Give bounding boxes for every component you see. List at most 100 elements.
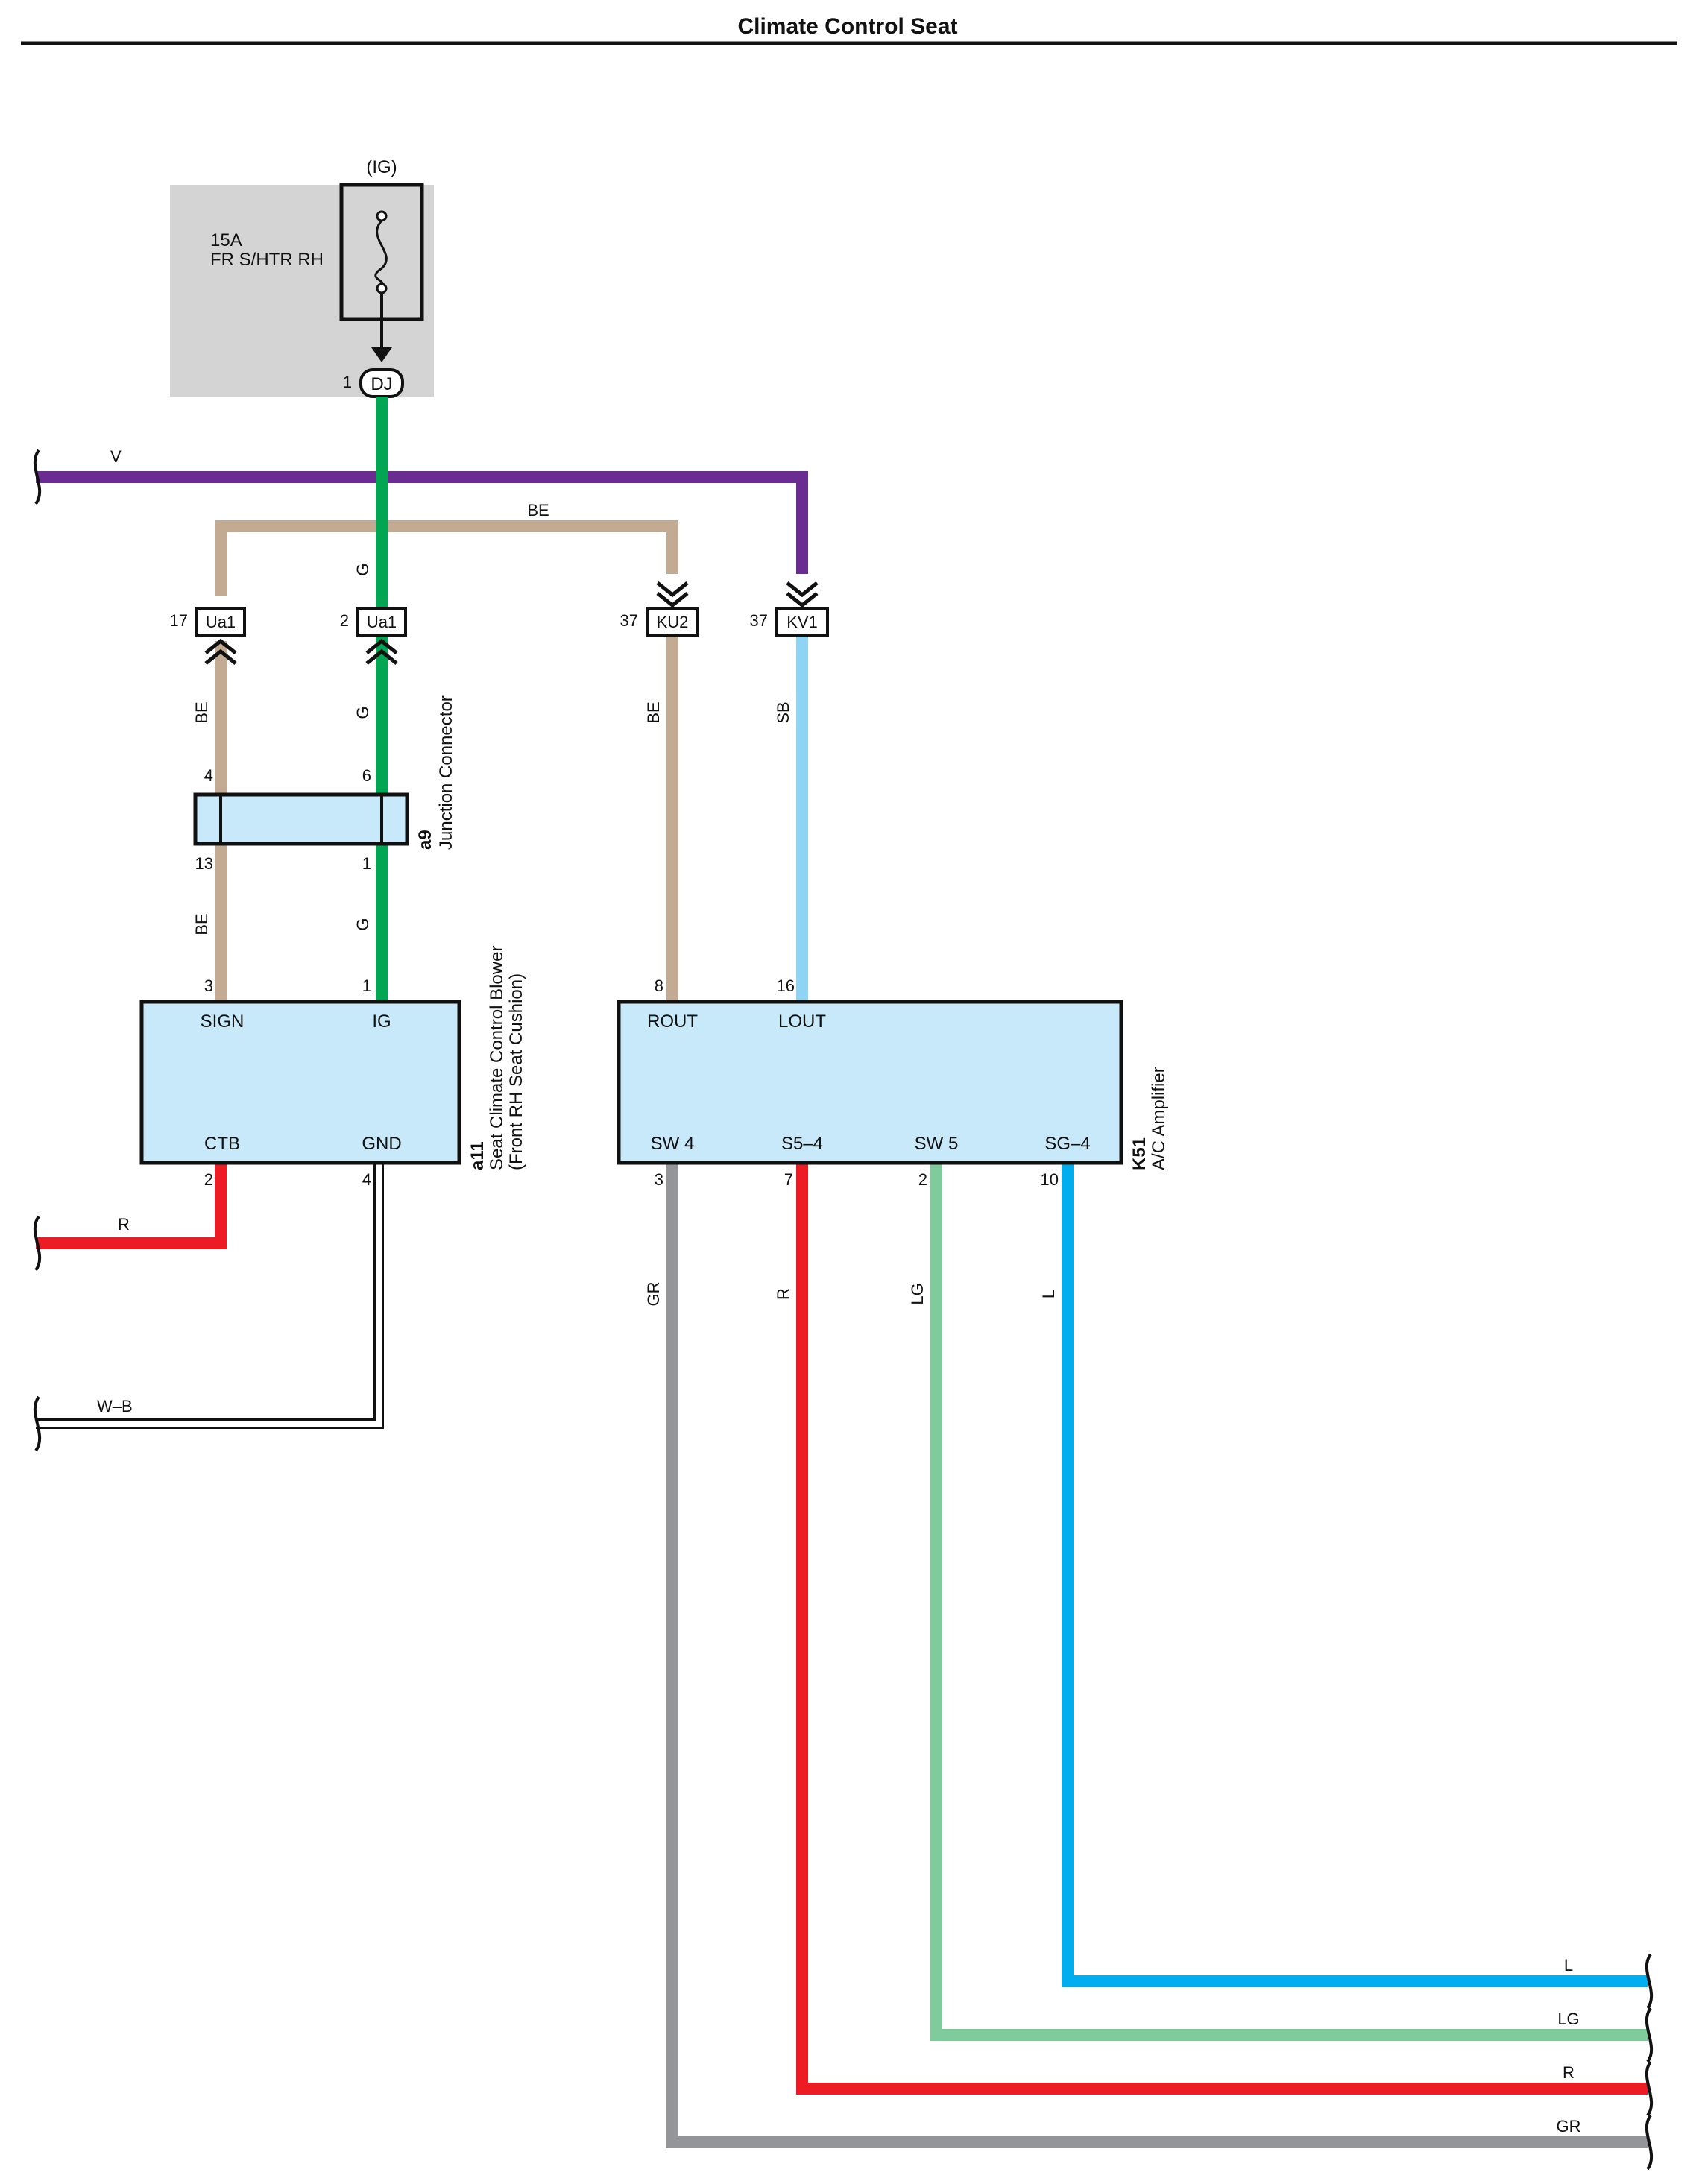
wire-end-r-icon xyxy=(1645,2060,1654,2117)
wire-label-out-lg: LG xyxy=(1557,2010,1579,2028)
amplifier-name: A/C Amplifier xyxy=(1149,1067,1169,1170)
dj-pin: 1 xyxy=(343,373,352,391)
blower-code: a11 xyxy=(467,1141,488,1170)
connector-ua1-ig: 2 Ua1 xyxy=(340,607,407,665)
junction-code: a9 xyxy=(415,830,435,850)
blower-component: 3 1 SIGN IG CTB GND 2 4 a11 Seat Climate… xyxy=(139,946,526,1189)
ua1-ig-pin: 2 xyxy=(340,611,349,630)
wire-label-g-top: G xyxy=(353,563,372,575)
fuse-terminal-bottom xyxy=(376,283,388,294)
amp-terminal-lout: LOUT xyxy=(778,1011,826,1032)
wire-label-v: V xyxy=(110,447,122,466)
kv1-pin: 37 xyxy=(750,611,768,630)
wire-r xyxy=(796,1163,1648,2095)
blower-terminal-sign: SIGN xyxy=(201,1011,245,1032)
wire-end-r-ctb-icon xyxy=(33,1215,42,1272)
wire-r-ctb xyxy=(36,1163,227,1249)
amp-pin-sg4: 10 xyxy=(1041,1170,1059,1189)
amplifier-body xyxy=(617,1000,1123,1165)
amp-terminal-sg4: SG–4 xyxy=(1044,1134,1090,1154)
wire-label-r: R xyxy=(774,1288,792,1300)
ku2-id: KU2 xyxy=(657,613,689,631)
wire-label-l: L xyxy=(1039,1290,1058,1298)
amplifier-component: 8 16 ROUT LOUT SW 4 S5–4 SW 5 SG–4 3 7 2… xyxy=(617,976,1169,1189)
wire-wb xyxy=(36,1163,382,1427)
blower-terminal-gnd: GND xyxy=(362,1134,401,1154)
blower-name-line2: (Front RH Seat Cushion) xyxy=(506,973,526,1170)
blower-name-line1: Seat Climate Control Blower xyxy=(487,946,507,1170)
junction-pin-top-right: 6 xyxy=(362,766,371,785)
kv1-chevron-icon xyxy=(786,581,819,608)
wire-gr xyxy=(666,1163,1648,2148)
wire-label-r-ctb: R xyxy=(118,1215,130,1234)
blower-terminal-ig: IG xyxy=(372,1011,391,1032)
wire-v xyxy=(36,471,808,574)
blower-body xyxy=(139,1000,461,1165)
wire-wb-outline xyxy=(36,1163,384,1429)
wire-label-g-mid: G xyxy=(353,706,372,719)
connector-ua1-sign: 17 Ua1 xyxy=(170,607,246,665)
ua1-ig-id: Ua1 xyxy=(367,613,397,631)
blower-terminal-ctb: CTB xyxy=(204,1134,240,1154)
wire-label-gr: GR xyxy=(644,1282,663,1307)
ua1-ig-chevron-icon xyxy=(365,638,398,665)
wire-label-sb: SB xyxy=(774,701,792,723)
wire-label-g-low: G xyxy=(353,918,372,930)
wire-lg xyxy=(930,1163,1648,2041)
wire-end-l-icon xyxy=(1645,1953,1654,2010)
amp-terminal-sw5: SW 5 xyxy=(915,1134,959,1154)
wire-end-wb-icon xyxy=(33,1395,42,1452)
connector-kv1: 37 KV1 xyxy=(750,581,829,637)
page-title: Climate Control Seat xyxy=(737,14,957,39)
wire-end-gr-icon xyxy=(1645,2114,1654,2171)
amp-pin-rout: 8 xyxy=(655,976,663,995)
fuse-supply-label: (IG) xyxy=(366,157,397,177)
blower-pin-ig: 1 xyxy=(362,976,371,995)
fuse-terminal-top xyxy=(376,210,388,222)
wire-end-lg-icon xyxy=(1645,2007,1654,2063)
junction-pin-bottom-left: 13 xyxy=(195,854,213,873)
amplifier-code: K51 xyxy=(1129,1137,1150,1170)
amp-terminal-s54: S5–4 xyxy=(781,1134,823,1154)
wire-l xyxy=(1062,1163,1648,1987)
fuse-arrow-icon xyxy=(371,347,392,362)
wire-label-out-l: L xyxy=(1564,1956,1573,1975)
wire-label-be-low: BE xyxy=(192,913,211,935)
amp-pin-lout: 16 xyxy=(777,976,795,995)
wire-label-be-mid: BE xyxy=(192,701,211,723)
wire-end-v-icon xyxy=(33,449,42,505)
amp-pin-sw5: 2 xyxy=(918,1170,927,1189)
fuse-element-icon xyxy=(374,219,388,287)
connector-ku2: 37 KU2 xyxy=(620,581,699,637)
junction-connector-body xyxy=(193,792,409,846)
wire-label-out-r: R xyxy=(1563,2063,1574,2082)
kv1-id: KV1 xyxy=(786,613,818,631)
junction-pin-top-left: 4 xyxy=(204,766,213,785)
blower-pin-ctb: 2 xyxy=(204,1170,213,1189)
ku2-pin: 37 xyxy=(620,611,638,630)
wire-label-be-top: BE xyxy=(527,501,549,520)
amp-terminal-sw4: SW 4 xyxy=(651,1134,695,1154)
dj-connector-id: DJ xyxy=(371,374,392,394)
ua1-sign-id: Ua1 xyxy=(206,613,236,631)
junction-pin-bottom-right: 1 xyxy=(362,854,371,873)
fuse-box-background xyxy=(170,185,434,397)
fuse-rating: 15A xyxy=(210,230,242,250)
wire-label-out-gr: GR xyxy=(1557,2117,1581,2136)
amp-pin-sw4: 3 xyxy=(655,1170,663,1189)
ua1-sign-chevron-icon xyxy=(204,638,237,665)
junction-name: Junction Connector xyxy=(436,695,456,850)
fuse-name: FR S/HTR RH xyxy=(210,250,324,270)
junction-connector: 4 6 13 1 a9 Junction Connector xyxy=(193,695,456,873)
wire-label-lg: LG xyxy=(908,1283,927,1304)
ua1-sign-pin: 17 xyxy=(170,611,188,630)
wire-label-wb: W–B xyxy=(97,1397,133,1416)
blower-pin-sign: 3 xyxy=(204,976,213,995)
amp-pin-s54: 7 xyxy=(784,1170,793,1189)
amp-terminal-rout: ROUT xyxy=(647,1011,698,1032)
blower-pin-gnd: 4 xyxy=(362,1170,371,1189)
wire-be-top xyxy=(215,520,678,596)
wire-label-be-ku2: BE xyxy=(644,701,663,723)
ku2-chevron-icon xyxy=(656,581,689,608)
